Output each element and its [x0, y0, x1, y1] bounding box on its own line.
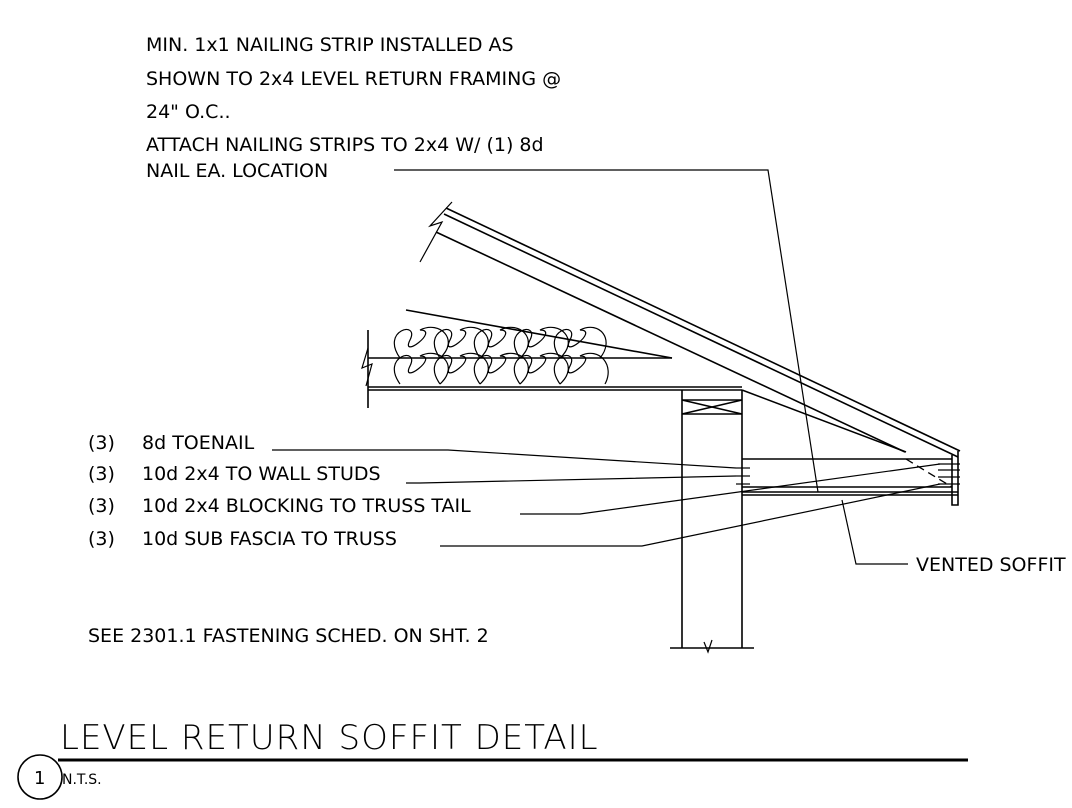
- detail-number: 1: [34, 768, 45, 789]
- vented-soffit-label: VENTED SOFFIT: [916, 554, 1066, 576]
- fastener-notes: (3) 8d TOENAIL (3) 10d 2x4 TO WALL STUDS…: [88, 432, 471, 550]
- leader-wall-studs: [406, 475, 737, 484]
- fastener-text-1: 8d TOENAIL: [142, 432, 255, 454]
- note-line-3: 24" O.C..: [146, 101, 231, 123]
- detail-number-circle: [17, 754, 63, 800]
- nailing-strip-leader: [394, 169, 819, 493]
- leader-sub-fascia: [440, 483, 941, 547]
- leader-toenail: [272, 449, 737, 469]
- top-plate-x-2: [681, 399, 743, 415]
- ceiling-joist: [361, 309, 742, 408]
- nailing-strip-note: MIN. 1x1 NAILING STRIP INSTALLED AS SHOW…: [146, 34, 561, 182]
- fastener-text-2: 10d 2x4 TO WALL STUDS: [142, 463, 381, 485]
- rafter-break-mark: [419, 201, 453, 263]
- fascia-board: [951, 451, 959, 506]
- fastener-qty-1: (3): [88, 432, 115, 454]
- wall: [670, 389, 907, 654]
- roof-sheathing-bottom: [443, 213, 959, 458]
- fascia-nail-marks: [938, 463, 960, 485]
- insulation-batts: [393, 326, 609, 385]
- joist-break-mark: [361, 347, 373, 387]
- insulation-top-row: [393, 326, 607, 359]
- truss-tail-line: [741, 389, 907, 453]
- scale-note: N.T.S.: [62, 772, 102, 788]
- leader-line: [394, 169, 819, 493]
- note-line-2: SHOWN TO 2x4 LEVEL RETURN FRAMING @: [146, 68, 561, 90]
- fastener-text-3: 10d 2x4 BLOCKING TO TRUSS TAIL: [142, 495, 471, 517]
- note-line-1: MIN. 1x1 NAILING STRIP INSTALLED AS: [146, 34, 514, 56]
- wall-nail-marks: [736, 467, 750, 485]
- rafter: [419, 201, 961, 506]
- note-line-4: ATTACH NAILING STRIPS TO 2x4 W/ (1) 8d: [146, 134, 544, 156]
- roof-sheathing-top: [445, 207, 961, 452]
- leader-blocking: [520, 463, 941, 515]
- note-line-5: NAIL EA. LOCATION: [146, 160, 328, 182]
- fastener-leaders: [272, 449, 941, 565]
- hidden-truss-line: [905, 458, 953, 488]
- schedule-reference: SEE 2301.1 FASTENING SCHED. ON SHT. 2: [88, 625, 489, 647]
- leader-vented-soffit: [841, 499, 908, 565]
- level-return-framing: [736, 458, 960, 496]
- wall-break-mark: [703, 639, 713, 654]
- fastener-text-4: 10d SUB FASCIA TO TRUSS: [142, 528, 397, 550]
- fastener-qty-2: (3): [88, 463, 115, 485]
- insulation-wedge-line: [405, 309, 673, 359]
- rafter-bottom-edge: [435, 231, 906, 453]
- fastener-qty-3: (3): [88, 495, 115, 517]
- fastener-qty-4: (3): [88, 528, 115, 550]
- title-block: 1 LEVEL RETURN SOFFIT DETAIL N.T.S.: [17, 718, 968, 800]
- detail-title: LEVEL RETURN SOFFIT DETAIL: [60, 718, 599, 758]
- insulation-bottom-row: [393, 352, 609, 385]
